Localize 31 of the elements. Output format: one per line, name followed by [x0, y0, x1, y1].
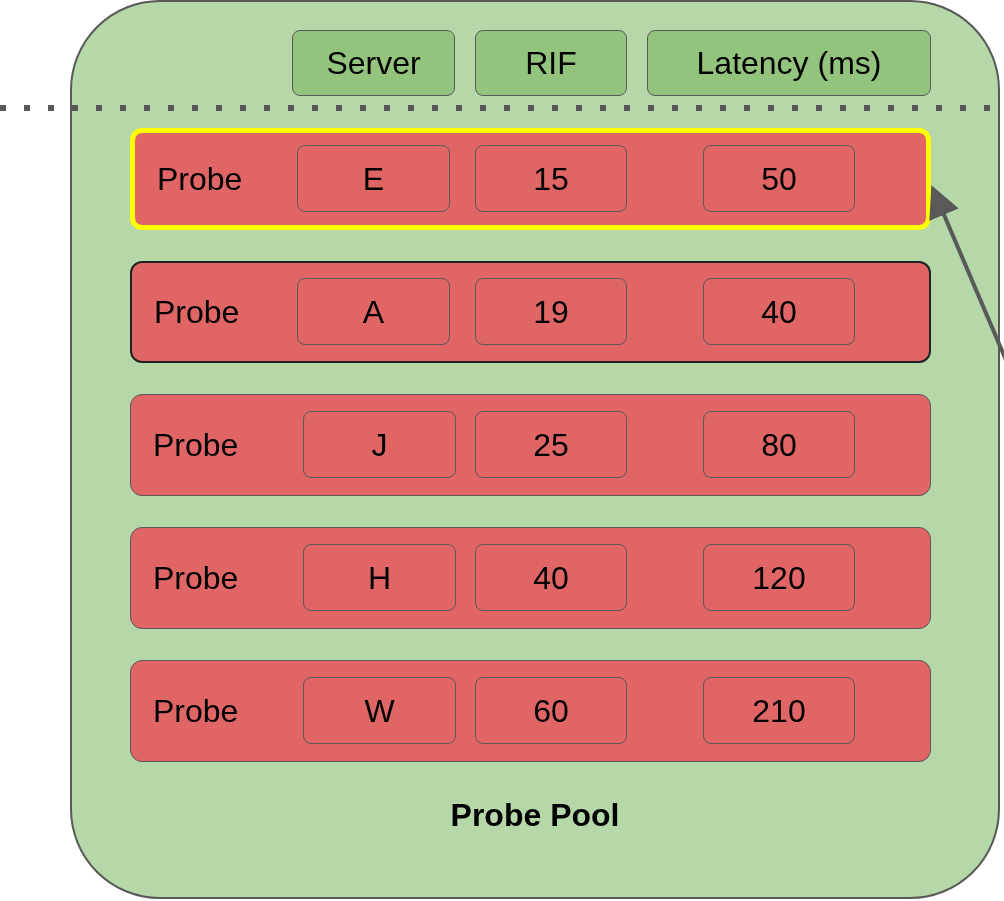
- probe-label: Probe: [153, 695, 239, 727]
- probe-row: [130, 394, 931, 496]
- value-cell: 80: [703, 411, 855, 478]
- value-cell: 15: [475, 145, 627, 212]
- column-header: Latency (ms): [647, 30, 931, 96]
- arrow: [929, 185, 1004, 361]
- probe-label: Probe: [153, 429, 239, 461]
- value-cell: 50: [703, 145, 855, 212]
- value-cell: E: [297, 145, 450, 212]
- probe-label: Probe: [153, 562, 239, 594]
- value-cell: A: [297, 278, 450, 345]
- probe-row: [130, 261, 931, 363]
- value-cell: 19: [475, 278, 627, 345]
- value-cell: 40: [475, 544, 627, 611]
- probe-label: Probe: [154, 296, 240, 328]
- value-cell: 40: [703, 278, 855, 345]
- pool-container: [70, 0, 1000, 899]
- value-cell: 210: [703, 677, 855, 744]
- value-cell: 60: [475, 677, 627, 744]
- value-cell: 25: [475, 411, 627, 478]
- column-header: Server: [292, 30, 455, 96]
- value-cell: H: [303, 544, 456, 611]
- column-header: RIF: [475, 30, 627, 96]
- probe-label: Probe: [157, 163, 243, 195]
- value-cell: W: [303, 677, 456, 744]
- highlighted-probe-row: [130, 128, 931, 230]
- value-cell: 120: [703, 544, 855, 611]
- pool-title: Probe Pool: [449, 796, 621, 835]
- value-cell: J: [303, 411, 456, 478]
- probe-row: [130, 660, 931, 762]
- probe-row: [130, 527, 931, 629]
